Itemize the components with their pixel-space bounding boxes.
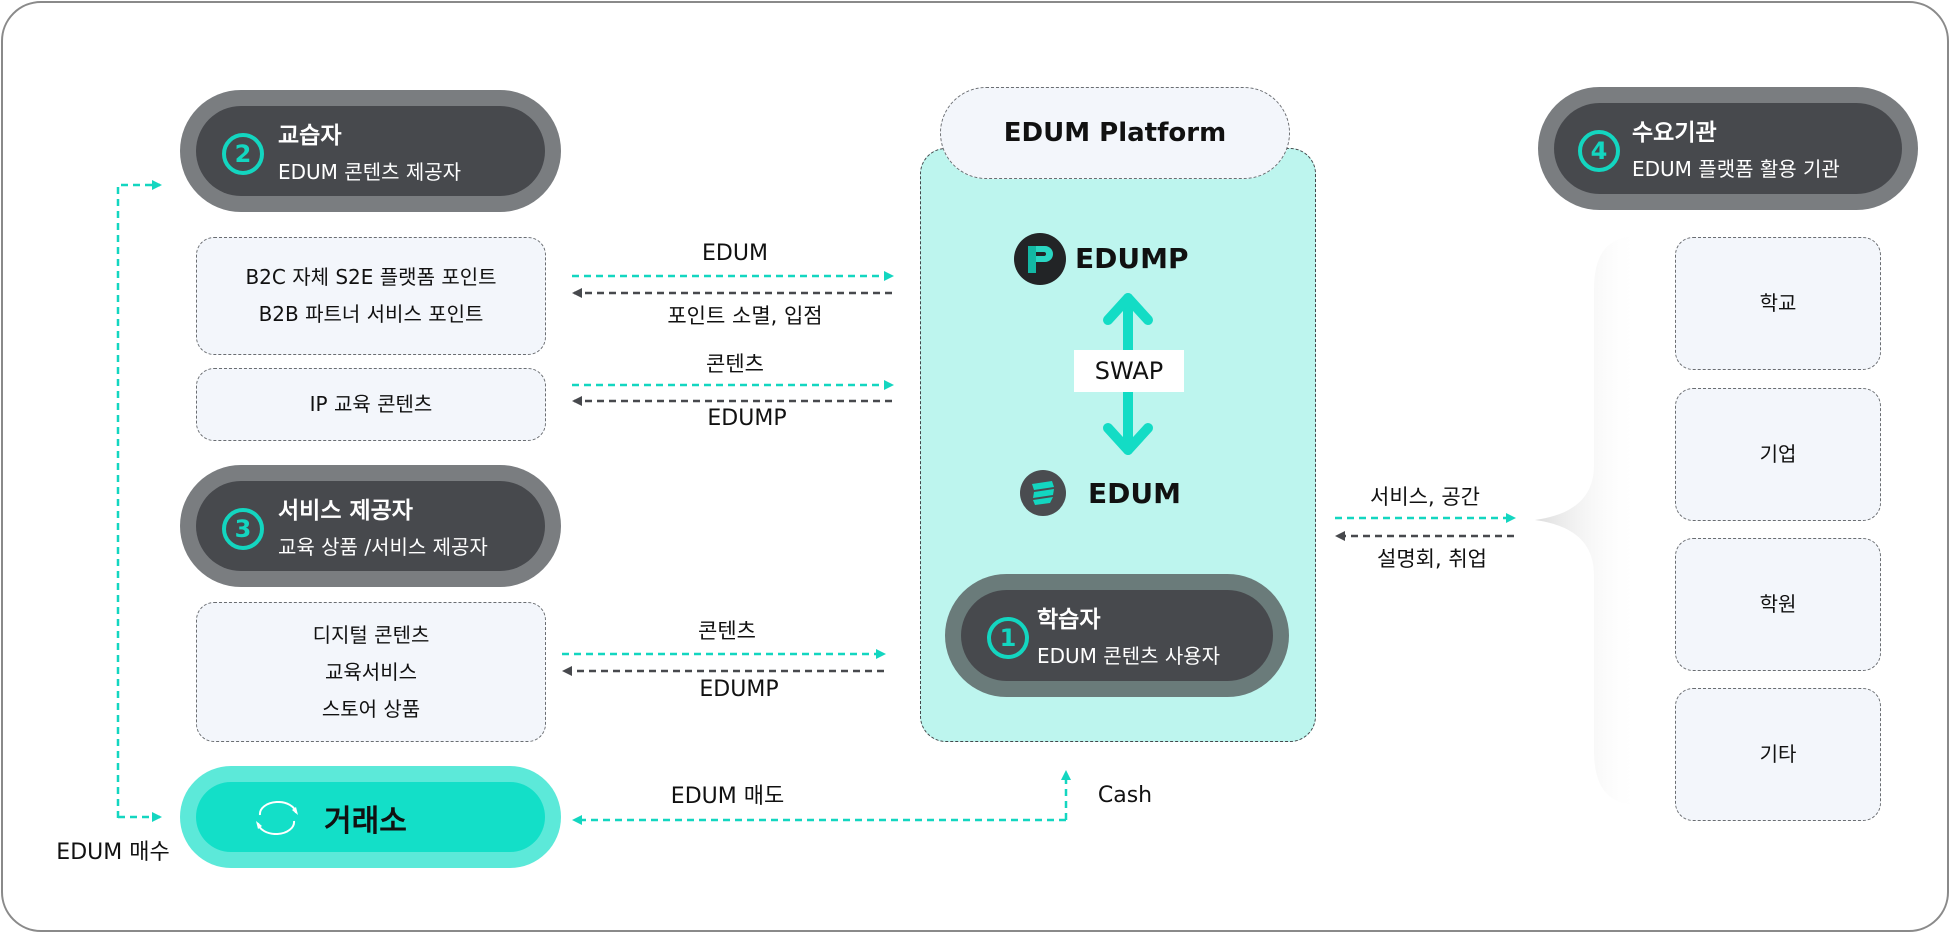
edum-logo-icon [1020, 470, 1066, 516]
box-line: B2B 파트너 서비스 포인트 [258, 302, 484, 326]
role-demand-org-pill[interactable]: 4 수요기관 EDUM 플랫폼 활용 기관 [1538, 87, 1918, 210]
flow-label-edum-buy: EDUM 매수 [56, 840, 170, 865]
flow-label-points-burn: 포인트 소멸, 입점 [667, 304, 823, 328]
role-service-provider-pill[interactable]: 3 서비스 제공자 교육 상품 /서비스 제공자 [180, 465, 561, 587]
edump-logo-icon [1014, 233, 1066, 285]
role-title: 서비스 제공자 [278, 498, 413, 524]
box-line: 디지털 콘텐츠 [312, 622, 430, 647]
box-line: 교육서비스 [325, 659, 417, 684]
flow-label-edump: EDUMP [699, 677, 779, 702]
number-badge-icon: 2 [222, 133, 264, 175]
org-box-other: 기타 [1675, 688, 1881, 821]
org-label: 기타 [1759, 742, 1797, 766]
flow-label-edum-sell: EDUM 매도 [670, 784, 785, 809]
role-subtitle: EDUM 플랫폼 활용 기관 [1632, 157, 1840, 181]
org-box-school: 학교 [1675, 237, 1881, 370]
role-title: 교습자 [278, 123, 342, 149]
role-pill-inner: 1 학습자 EDUM 콘텐츠 사용자 [961, 590, 1273, 681]
number-badge-icon: 3 [222, 508, 264, 550]
number-badge-icon: 4 [1578, 130, 1620, 172]
flow-label-cash: Cash [1097, 783, 1153, 808]
org-label: 학교 [1759, 291, 1797, 315]
exchange-pill-inner: 거래소 [196, 782, 545, 852]
platform-title: EDUM Platform [1003, 118, 1227, 148]
role-instructor-pill[interactable]: 2 교습자 EDUM 콘텐츠 제공자 [180, 90, 561, 212]
number-badge-icon: 1 [987, 617, 1029, 659]
role-learner-pill[interactable]: 1 학습자 EDUM 콘텐츠 사용자 [945, 574, 1289, 697]
role-pill-inner: 2 교습자 EDUM 콘텐츠 제공자 [196, 106, 545, 196]
role-pill-inner: 3 서비스 제공자 교육 상품 /서비스 제공자 [196, 481, 545, 571]
flow-label-edum: EDUM [702, 241, 768, 266]
role-pill-inner: 4 수요기관 EDUM 플랫폼 활용 기관 [1554, 103, 1902, 194]
exchange-label: 거래소 [324, 804, 407, 839]
role-title: 수요기관 [1632, 120, 1717, 146]
platform-header: EDUM Platform [940, 87, 1290, 179]
arrow-buy-to-instructor [116, 180, 162, 818]
flow-label-service-space: 서비스, 공간 [1370, 485, 1480, 509]
org-bracket [1535, 236, 1640, 805]
swap-label: SWAP [1074, 350, 1184, 392]
exchange-cycle-icon [256, 801, 298, 835]
role-subtitle: EDUM 콘텐츠 사용자 [1037, 644, 1221, 668]
role-subtitle: EDUM 콘텐츠 제공자 [278, 160, 462, 184]
edump-label: EDUMP [1075, 242, 1189, 275]
org-label: 학원 [1759, 592, 1797, 616]
instructor-points-box: B2C 자체 S2E 플랫폼 포인트 B2B 파트너 서비스 포인트 [196, 237, 546, 355]
flow-label-content: 콘텐츠 [706, 352, 764, 376]
org-box-academy: 학원 [1675, 538, 1881, 671]
exchange-pill[interactable]: 거래소 [180, 766, 561, 868]
role-title: 학습자 [1037, 607, 1101, 633]
instructor-ip-box: IP 교육 콘텐츠 [196, 368, 546, 441]
box-line: 스토어 상품 [321, 696, 421, 721]
box-line: IP 교육 콘텐츠 [309, 392, 433, 416]
flow-label-info-jobs: 설명회, 취업 [1377, 547, 1487, 571]
org-label: 기업 [1759, 442, 1797, 466]
box-line: B2C 자체 S2E 플랫폼 포인트 [245, 265, 497, 289]
org-box-company: 기업 [1675, 388, 1881, 521]
edum-label: EDUM [1088, 477, 1181, 510]
flow-label-content: 콘텐츠 [698, 619, 756, 643]
provider-products-box: 디지털 콘텐츠 교육서비스 스토어 상품 [196, 602, 546, 742]
flow-label-edump: EDUMP [707, 406, 787, 431]
role-subtitle: 교육 상품 /서비스 제공자 [278, 535, 488, 559]
